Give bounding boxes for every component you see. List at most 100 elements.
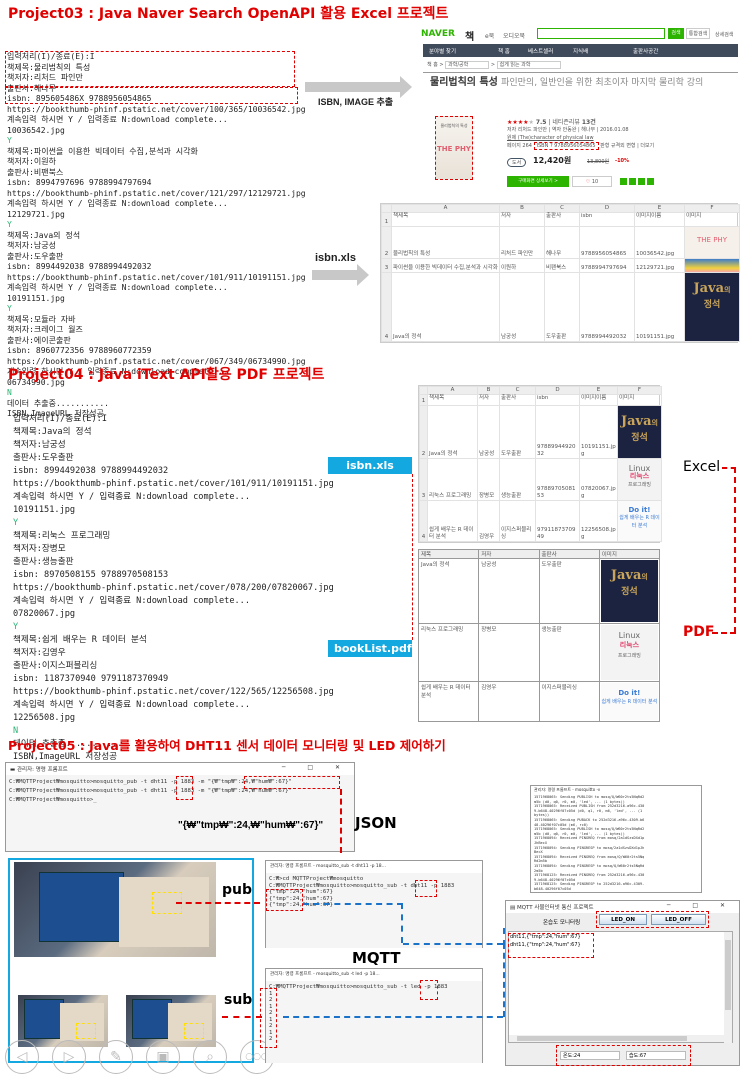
breadcrumb-subcategory[interactable]: 쉽게 읽는 과학 [496, 61, 562, 69]
tab-ebook[interactable]: e북 [485, 33, 495, 40]
column-header[interactable]: C [499, 386, 536, 395]
nav-home[interactable]: 책 홈 [498, 49, 510, 55]
cell[interactable]: Java의 정석 [391, 272, 500, 342]
cell[interactable]: 9788970508153 [535, 457, 580, 502]
integrated-search-button[interactable]: 통합검색 [686, 28, 710, 39]
share-icons[interactable] [620, 178, 654, 185]
pdf-cell: 생능출판 [538, 622, 600, 683]
nav-publisher[interactable]: 출판사공간 [633, 49, 659, 55]
slides-icon[interactable]: ▣ [146, 1040, 180, 1074]
pen-icon[interactable]: ✎ [99, 1040, 133, 1074]
breadcrumb-home[interactable]: 책 홈 [427, 62, 438, 68]
buy-details-button[interactable]: 구매화면 상세보기 > [507, 176, 569, 187]
header-cell[interactable]: isbn [579, 211, 635, 228]
book-cover-cell[interactable]: Do it!쉽게 배우는 R 데이터 분석 [617, 500, 662, 542]
header-cell[interactable]: 이미지이름 [579, 394, 618, 406]
header-cell[interactable]: 이미지 [684, 211, 740, 228]
nav-jisik[interactable]: 지식배 [573, 49, 589, 55]
column-header[interactable]: B [499, 204, 545, 213]
header-cell[interactable]: 이미지이름 [634, 211, 685, 228]
cell[interactable]: 리처드 파인만 [499, 226, 545, 259]
cell[interactable]: 9791187370949 [535, 500, 580, 542]
book-cover-cell[interactable] [684, 257, 740, 274]
humidity-field[interactable]: 습도:67 [626, 1051, 686, 1060]
review-count[interactable]: 13건 [581, 119, 596, 126]
cell[interactable]: 10191151.jpg [579, 404, 618, 459]
header-cell[interactable]: isbn [535, 394, 580, 406]
console-line: 계속입력 하시면 Y / 입력종료 N:download complete... [7, 115, 228, 124]
cell[interactable]: 비팬북스 [544, 257, 580, 274]
header-cell[interactable]: 책제목 [391, 211, 500, 228]
column-header[interactable]: C [544, 204, 580, 213]
cell[interactable]: 12129721.jpg [634, 257, 685, 274]
cell[interactable]: 10191151.jpg [634, 272, 685, 342]
next-icon[interactable]: ▷ [52, 1040, 86, 1074]
cell[interactable]: 9788994492032 [535, 404, 580, 459]
detail-search-link[interactable]: 상세검색 [715, 32, 734, 38]
led-on-button[interactable]: LED_ON [599, 914, 647, 925]
cell[interactable]: 파이썬을 이용한 빅데이터 수집,분석과 시각화 [391, 257, 500, 274]
column-header[interactable]: D [579, 204, 635, 213]
header-cell[interactable]: 책제목 [427, 394, 478, 406]
column-header[interactable]: F [617, 386, 662, 395]
column-header[interactable]: B [477, 386, 500, 395]
mqtt-label: MQTT [352, 949, 401, 967]
cell[interactable]: 장병모 [477, 457, 500, 502]
led-off-button[interactable]: LED_OFF [651, 914, 706, 925]
column-header[interactable]: D [535, 386, 580, 395]
column-header[interactable]: A [391, 204, 500, 213]
column-header[interactable]: E [579, 386, 618, 395]
header-cell[interactable]: 출판사 [499, 394, 536, 406]
like-button[interactable]: ♡ 10 [572, 176, 612, 187]
cell[interactable]: 남궁성 [499, 272, 545, 342]
cell[interactable]: 12256508.jpg [579, 500, 618, 542]
cell[interactable]: 도우출판 [544, 272, 580, 342]
temperature-field[interactable]: 온도:24 [560, 1051, 620, 1060]
cell[interactable]: 생능출판 [499, 457, 536, 502]
header-cell[interactable]: 이미지 [617, 394, 662, 406]
cell[interactable]: 김영우 [477, 500, 500, 542]
search-input[interactable] [537, 28, 665, 39]
cell[interactable]: 9788994492032 [579, 272, 635, 342]
breadcrumb-category[interactable]: 과학/공학 [445, 61, 490, 69]
cell[interactable]: 10036542.jpg [634, 226, 685, 259]
cell[interactable]: Java의 정석 [427, 404, 478, 459]
window-controls[interactable]: ─ □ ✕ [666, 902, 735, 909]
column-header[interactable]: F [684, 204, 740, 213]
cell[interactable]: 도우출판 [499, 404, 536, 459]
nav-category[interactable]: 분야별 찾기 [429, 49, 457, 55]
cell[interactable]: 남궁성 [477, 404, 500, 459]
cell[interactable]: 해나무 [544, 226, 580, 259]
cell[interactable]: 쉽게 배우는 R 데이터 분석 [427, 500, 478, 542]
cell[interactable]: 9788994797694 [579, 257, 635, 274]
cell[interactable]: 리눅스 프로그래밍 [427, 457, 478, 502]
column-header[interactable]: A [427, 386, 478, 395]
header-cell[interactable]: 저자 [499, 211, 545, 228]
cell[interactable]: 9788956054865 [579, 226, 635, 259]
console-line: 출판사:해나무 [7, 83, 56, 93]
cell[interactable]: 이지스퍼블리싱 [499, 500, 536, 542]
nav-bestseller[interactable]: 베스트셀러 [528, 49, 554, 55]
prev-icon[interactable]: ◁ [5, 1040, 39, 1074]
column-header[interactable]: E [634, 204, 685, 213]
book-cover-image[interactable]: 물리법칙의 특성 THE PHY [435, 116, 473, 180]
cell[interactable]: 물리법칙의 특성 [391, 226, 500, 259]
output-line: {"tmp":24,"hum":67} [269, 902, 333, 908]
header-cell[interactable]: 저자 [477, 394, 500, 406]
search-button[interactable]: 검색 [668, 28, 684, 39]
topic-highlight [176, 776, 193, 800]
vertical-scrollbar[interactable] [724, 932, 732, 1043]
cell[interactable]: 07820067.jpg [579, 457, 618, 502]
header-cell[interactable]: 출판사 [544, 211, 580, 228]
zoom-icon[interactable]: ⌕ [193, 1040, 227, 1074]
window-controls[interactable]: ─ □ ✕ [281, 764, 350, 771]
horizontal-scrollbar[interactable] [509, 1035, 726, 1042]
book-cover-cell[interactable]: THE PHY [684, 226, 740, 259]
sensor-log-area[interactable]: dht11,{"tmp":24,"hum":67}dht11,{"tmp":24… [508, 931, 733, 1043]
tab-audiobook[interactable]: 오디오북 [503, 33, 526, 40]
cell[interactable]: 이원하 [499, 257, 545, 274]
